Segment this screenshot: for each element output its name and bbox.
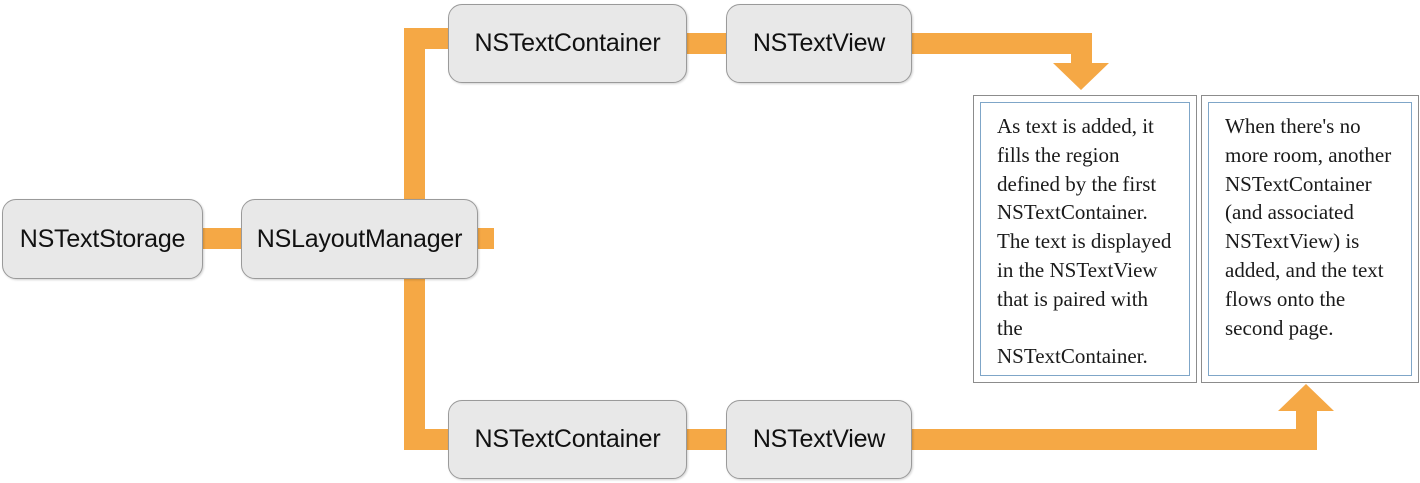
node-nstextview-top-label: NSTextView <box>752 29 886 57</box>
connector-storage-to-layout <box>196 228 251 249</box>
node-nstextcontainer-top[interactable]: NSTextContainer <box>448 4 687 83</box>
arrow-into-page-one-icon <box>1053 63 1109 90</box>
page-one-inner-frame: As text is added, it fills the region de… <box>980 102 1190 376</box>
node-nslayoutmanager-label: NSLayoutManager <box>256 224 463 253</box>
connector-bottom-container-to-view <box>677 429 737 450</box>
connector-bottom-view-horizontal <box>912 429 1317 450</box>
connector-top-view-horizontal <box>912 33 1092 54</box>
node-nstextview-top[interactable]: NSTextView <box>726 4 912 83</box>
node-nstextstorage-label: NSTextStorage <box>19 224 186 253</box>
node-nslayoutmanager[interactable]: NSLayoutManager <box>241 199 478 279</box>
connector-top-container-to-view <box>677 33 737 54</box>
node-nstextcontainer-bottom[interactable]: NSTextContainer <box>448 400 687 479</box>
arrow-into-page-two-icon <box>1278 384 1334 411</box>
page-two-inner-frame: When there's no more room, another NSTex… <box>1208 102 1412 376</box>
node-nstextstorage[interactable]: NSTextStorage <box>2 199 203 279</box>
page-one[interactable]: As text is added, it fills the region de… <box>973 95 1197 383</box>
connector-bottom-view-vertical <box>1296 411 1317 450</box>
node-nstextcontainer-top-label: NSTextContainer <box>474 29 661 57</box>
node-nstextcontainer-bottom-label: NSTextContainer <box>474 425 661 453</box>
node-nstextview-bottom[interactable]: NSTextView <box>726 400 912 479</box>
node-nstextview-bottom-label: NSTextView <box>752 425 886 453</box>
page-two-body-text: When there's no more room, another NSTex… <box>1225 114 1392 340</box>
page-two[interactable]: When there's no more room, another NSTex… <box>1201 95 1419 383</box>
page-one-body-text: As text is added, it fills the region de… <box>997 114 1172 369</box>
